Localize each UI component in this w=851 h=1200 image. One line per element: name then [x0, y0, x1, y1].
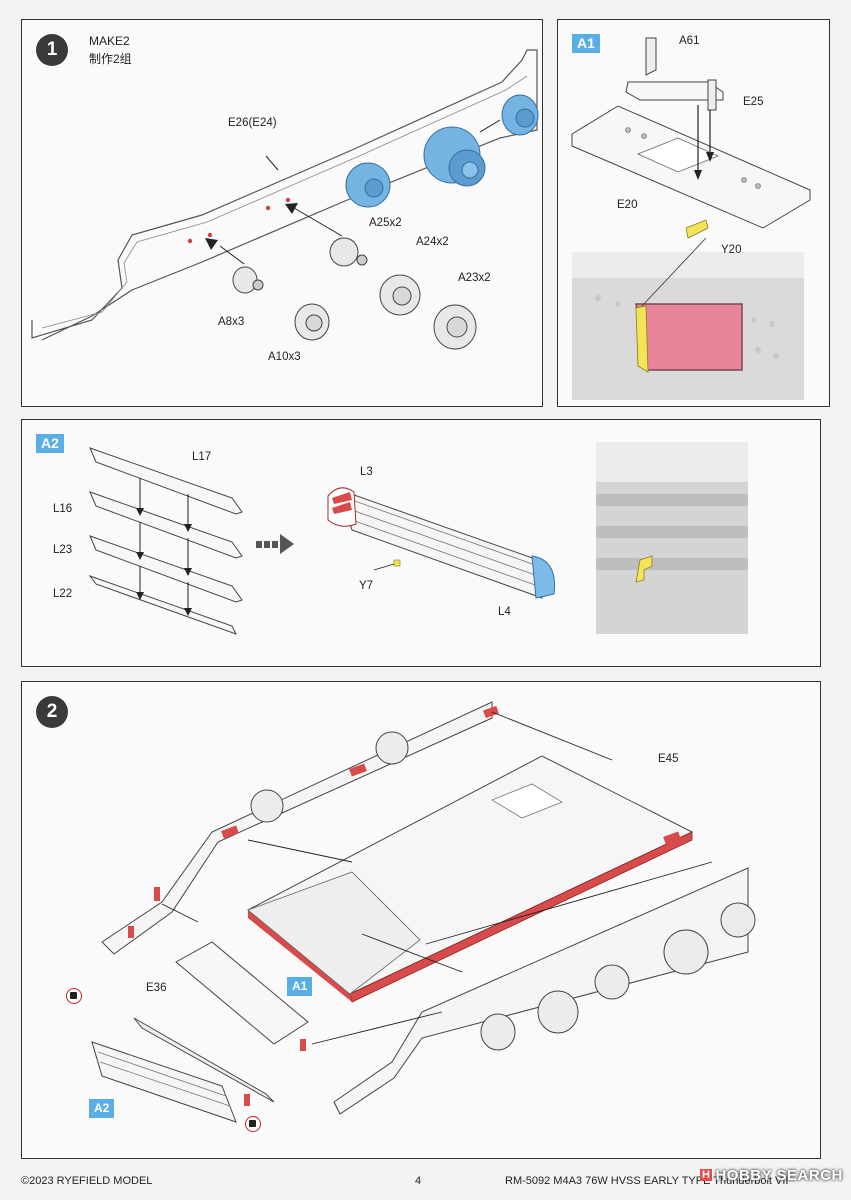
step-1-panel: 1 MAKE2 制作2组	[21, 19, 543, 407]
step-number-1: 1	[36, 34, 68, 66]
part-a25-label: A25x2	[369, 217, 402, 229]
footer-product: RM-5092 M4A3 76W HVSS EARLY TYPE Thunder…	[505, 1175, 789, 1187]
footer-copyright: ©2023 RYEFIELD MODEL	[21, 1175, 153, 1187]
part-a23-label: A23x2	[458, 272, 491, 284]
make-label-cn: 制作2组	[89, 52, 132, 66]
part-l4-label: L4	[498, 606, 511, 618]
part-e20-label: E20	[617, 199, 638, 211]
part-y20-label: Y20	[721, 244, 742, 256]
part-e36-label: E36	[146, 982, 167, 994]
part-e26-label: E26(E24)	[228, 117, 277, 129]
a2-panel: A2	[21, 419, 821, 667]
page-number: 4	[415, 1175, 422, 1187]
part-y7-label: Y7	[359, 580, 374, 592]
part-l16-label: L16	[53, 503, 73, 515]
part-l22-label: L22	[53, 588, 73, 600]
blue-roller-set	[345, 94, 539, 208]
make-label-en: MAKE2	[89, 34, 130, 48]
step-2-panel: 2	[21, 681, 821, 1159]
step-2-a1-badge: A1	[287, 977, 313, 996]
part-a61-label: A61	[679, 35, 700, 47]
step-2-drawing	[91, 701, 756, 1123]
watermark-badge: H	[700, 1169, 713, 1181]
part-l17-label: L17	[192, 451, 212, 463]
part-l23-label: L23	[53, 544, 73, 556]
part-a8-label: A8x3	[218, 316, 245, 328]
step-2-a2-badge: A2	[89, 1099, 115, 1118]
part-a10-label: A10x3	[268, 351, 301, 363]
part-e25-label: E25	[743, 96, 764, 108]
part-e45-label: E45	[658, 753, 679, 765]
a2-drawing	[88, 442, 748, 635]
part-a24-label: A24x2	[416, 236, 449, 248]
a2-badge: A2	[36, 434, 64, 453]
cement-icon	[245, 1116, 261, 1132]
step-number-2: 2	[36, 696, 68, 728]
cement-icon	[66, 988, 82, 1004]
part-l3-label: L3	[360, 466, 373, 478]
watermark-text: HOBBY SEARCH	[715, 1167, 843, 1184]
step-1-drawing	[31, 49, 539, 350]
a1-panel: A1 A61 E25 E	[557, 19, 830, 407]
a1-badge: A1	[572, 34, 600, 53]
a1-drawing	[571, 37, 811, 400]
